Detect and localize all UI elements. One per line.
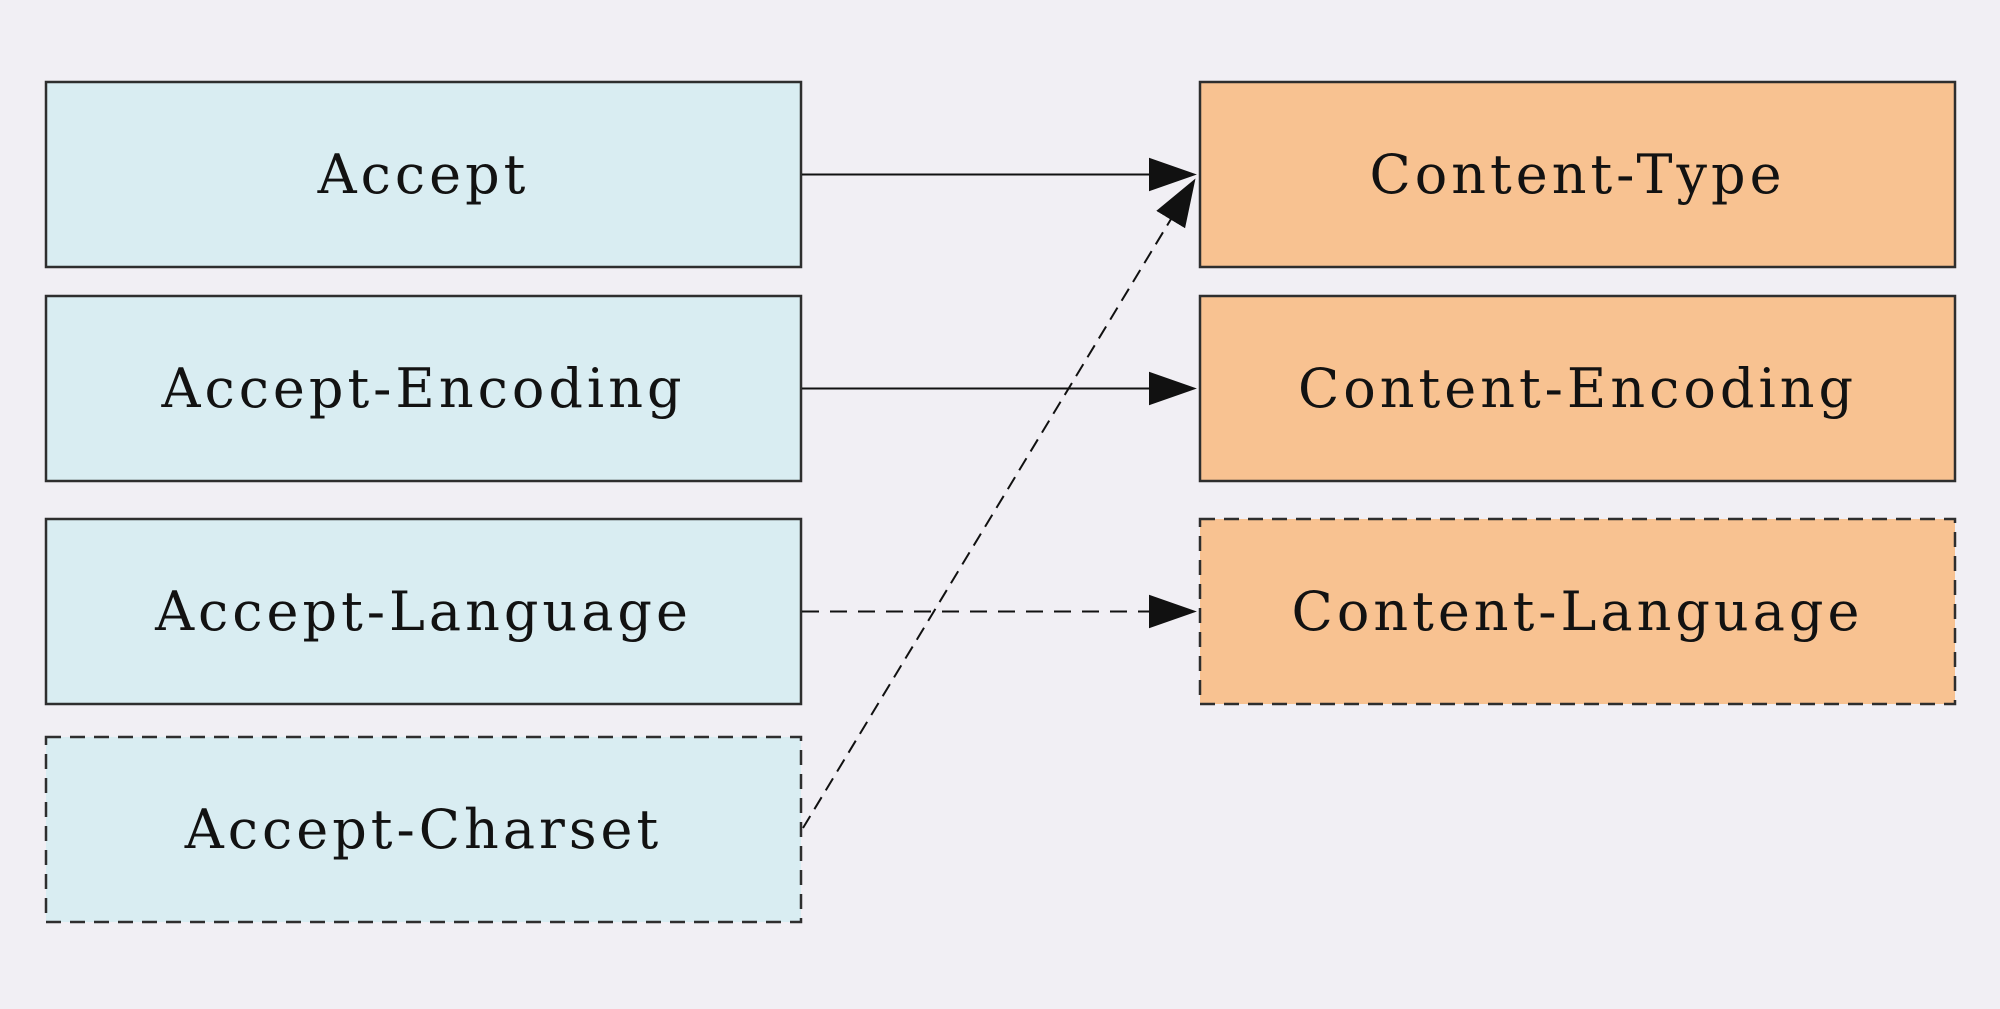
node-box-content-language — [1198, 517, 1957, 706]
node-box-accept-encoding — [44, 294, 803, 483]
node-box-accept — [44, 80, 803, 269]
node-box-content-type — [1198, 80, 1957, 269]
node-box-content-encoding — [1198, 294, 1957, 483]
node-box-accept-charset — [44, 735, 803, 924]
node-box-accept-language — [44, 517, 803, 706]
arrow-accept-charset-to-content-type — [802, 178, 1196, 829]
